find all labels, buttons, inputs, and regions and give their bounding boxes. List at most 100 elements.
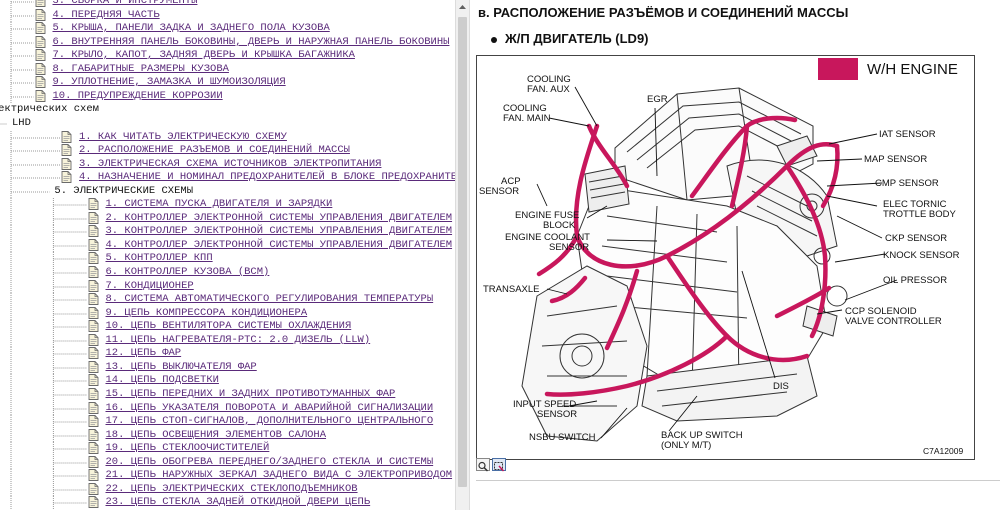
label-cmp: CMP SENSOR	[875, 178, 939, 189]
engine-outline	[521, 87, 848, 442]
tree-link[interactable]: 8. СИСТЕМА АВТОМАТИЧЕСКОГО РЕГУЛИРОВАНИЯ…	[105, 293, 434, 306]
tree-row[interactable]: 6. ВНУТРЕННЯЯ ПАНЕЛЬ БОКОВИНЫ, ДВЕРЬ И Н…	[0, 35, 455, 50]
tree-link[interactable]: 3. СБОРКА И ИНСТРУМЕНТЫ	[52, 0, 198, 7]
tree-link[interactable]: 21. ЦЕПЬ НАРУЖНЫХ ЗЕРКАЛ ЗАДНЕГО ВИДА С …	[105, 469, 453, 482]
tree-link[interactable]: 15. ЦЕПЬ ПЕРЕДНИХ И ЗАДНИХ ПРОТИВОТУМАНН…	[105, 387, 396, 400]
scroll-thumb[interactable]	[458, 17, 467, 487]
tree-link[interactable]: 6. ВНУТРЕННЯЯ ПАНЕЛЬ БОКОВИНЫ, ДВЕРЬ И Н…	[52, 35, 450, 48]
tree-row[interactable]: 3. СБОРКА И ИНСТРУМЕНТЫ	[0, 0, 455, 9]
tree-link[interactable]: 3. КОНТРОЛЛЕР ЭЛЕКТРОННОЙ СИСТЕМЫ УПРАВЛ…	[105, 225, 453, 238]
label-fuse-block-l1: ENGINE FUSE	[515, 210, 579, 221]
tree-row[interactable]: 4. КОНТРОЛЛЕР ЭЛЕКТРОННОЙ СИСТЕМЫ УПРАВЛ…	[0, 238, 455, 253]
label-coolant-l2: SENSOR	[549, 242, 589, 253]
tree-row[interactable]: 18. ЦЕПЬ ОСВЕЩЕНИЯ ЭЛЕМЕНТОВ САЛОНА	[0, 428, 455, 443]
tree-link[interactable]: 13. ЦЕПЬ ВЫКЛЮЧАТЕЛЯ ФАР	[105, 360, 257, 373]
tree-row[interactable]: 20. ЦЕПЬ ОБОГРЕВА ПЕРЕДНЕГО/ЗАДНЕГО СТЕК…	[0, 455, 455, 470]
tree-link[interactable]: 23. ЦЕПЬ СТЕКЛА ЗАДНЕЙ ОТКИДНОЙ ДВЕРИ ЦЕ…	[105, 496, 371, 509]
magnifier-icon[interactable]	[476, 458, 490, 472]
tree-link[interactable]: 12. ЦЕПЬ ФАР	[105, 347, 182, 360]
tree-row[interactable]: 22. ЦЕПЬ ЭЛЕКТРИЧЕСКИХ СТЕКЛОПОДЪЕМНИКОВ	[0, 482, 455, 497]
tree-link[interactable]: 16. ЦЕПЬ УКАЗАТЕЛЯ ПОВОРОТА И АВАРИЙНОЙ …	[105, 401, 434, 414]
label-backup-l1: BACK UP SWITCH	[661, 430, 743, 441]
tree-link[interactable]: 10. ЦЕПЬ ВЕНТИЛЯТОРА СИСТЕМЫ ОХЛАЖДЕНИЯ	[105, 320, 352, 333]
tree-link[interactable]: 22. ЦЕПЬ ЭЛЕКТРИЧЕСКИХ СТЕКЛОПОДЪЕМНИКОВ	[105, 482, 358, 495]
tree-row[interactable]: 8. ГАБАРИТНЫЕ РАЗМЕРЫ КУЗОВА	[0, 62, 455, 77]
tree-row[interactable]: 3. ЭЛЕКТРИЧЕСКАЯ СХЕМА ИСТОЧНИКОВ ЭЛЕКТР…	[0, 157, 455, 172]
tree-row[interactable]: 17. ЦЕПЬ СТОП-СИГНАЛОВ, ДОПОЛНИТЕЛЬНОГО …	[0, 415, 455, 430]
tree-link[interactable]: 7. КРЫЛО, КАПОТ, ЗАДНЯЯ ДВЕРЬ И КРЫШКА Б…	[52, 49, 355, 62]
tree-row[interactable]: 9. УПЛОТНЕНИЕ, ЗАМАЗКА И ШУМОИЗОЛЯЦИЯ	[0, 76, 455, 91]
tree-row[interactable]: 1. СИСТЕМА ПУСКА ДВИГАТЕЛЯ И ЗАРЯДКИ	[0, 198, 455, 213]
tree-guide-lines	[10, 76, 34, 91]
tree-link[interactable]: 2. РАСПОЛОЖЕНИЕ РАЗЪЕМОВ И СОЕДИНЕНИЙ МА…	[79, 144, 350, 157]
tree-link[interactable]: 18. ЦЕПЬ ОСВЕЩЕНИЯ ЭЛЕМЕНТОВ САЛОНА	[105, 428, 327, 441]
tree-row[interactable]: 11. ЦЕПЬ НАГРЕВАТЕЛЯ-PTC: 2.0 ДИЗЕЛЬ (LL…	[0, 333, 455, 348]
tree-link[interactable]: 7. КОНДИЦИОНЕР	[105, 279, 194, 292]
tree-row[interactable]: 5. КРЫША, ПАНЕЛИ ЗАДКА И ЗАДНЕГО ПОЛА КУ…	[0, 22, 455, 37]
document-icon	[88, 496, 99, 509]
tree-row[interactable]: 2. КОНТРОЛЛЕР ЭЛЕКТРОННОЙ СИСТЕМЫ УПРАВЛ…	[0, 211, 455, 226]
document-icon	[88, 482, 99, 495]
tree-link[interactable]: 10. ПРЕДУПРЕЖДЕНИЕ КОРРОЗИИ	[52, 89, 223, 102]
tree-row[interactable]: 15. ЦЕПЬ ПЕРЕДНИХ И ЗАДНИХ ПРОТИВОТУМАНН…	[0, 387, 455, 402]
tree-row[interactable]: 2. РАСПОЛОЖЕНИЕ РАЗЪЕМОВ И СОЕДИНЕНИЙ МА…	[0, 144, 455, 159]
diagram-code: C7A12009	[923, 446, 963, 456]
document-icon	[88, 442, 99, 455]
tree-row[interactable]: 8. СИСТЕМА АВТОМАТИЧЕСКОГО РЕГУЛИРОВАНИЯ…	[0, 293, 455, 308]
document-icon	[35, 22, 46, 35]
tree-guide-lines	[10, 428, 87, 443]
tree-link[interactable]: 4. НАЗНАЧЕНИЕ И НОМИНАЛ ПРЕДОХРАНИТЕЛЕЙ …	[79, 171, 455, 184]
tree-link[interactable]: 3. ЭЛЕКТРИЧЕСКАЯ СХЕМА ИСТОЧНИКОВ ЭЛЕКТР…	[79, 157, 382, 170]
tree-row[interactable]: 4. ПЕРЕДНЯЯ ЧАСТЬ	[0, 8, 455, 23]
tree-guide-lines	[10, 293, 87, 308]
tree-row[interactable]: 10. ПРЕДУПРЕЖДЕНИЕ КОРРОЗИИ	[0, 89, 455, 104]
tree-scrollbar[interactable]	[455, 0, 470, 510]
tree-row[interactable]: 21. ЦЕПЬ НАРУЖНЫХ ЗЕРКАЛ ЗАДНЕГО ВИДА С …	[0, 469, 455, 484]
tree-link[interactable]: 5. КРЫША, ПАНЕЛИ ЗАДКА И ЗАДНЕГО ПОЛА КУ…	[52, 22, 330, 35]
tree-link[interactable]: 6. КОНТРОЛЛЕР КУЗОВА (BCM)	[105, 266, 270, 278]
tree-row[interactable]: 13. ЦЕПЬ ВЫКЛЮЧАТЕЛЯ ФАР	[0, 360, 455, 375]
tree-row[interactable]: 1. КАК ЧИТАТЬ ЭЛЕКТРИЧЕСКУЮ СХЕМУ	[0, 130, 455, 145]
tree-link[interactable]: 19. ЦЕПЬ СТЕКЛООЧИСТИТЕЛЕЙ	[105, 442, 270, 455]
selection-icon[interactable]	[492, 458, 506, 472]
tree-link[interactable]: 11. ЦЕПЬ НАГРЕВАТЕЛЯ-PTC: 2.0 ДИЗЕЛЬ (LL…	[105, 333, 371, 346]
document-icon	[88, 211, 99, 224]
document-icon	[88, 279, 99, 292]
tree-row[interactable]: 7. КОНДИЦИОНЕР	[0, 279, 455, 294]
tree-link[interactable]: 4. ПЕРЕДНЯЯ ЧАСТЬ	[52, 8, 160, 21]
tree-row[interactable]: 12. ЦЕПЬ ФАР	[0, 347, 455, 362]
tree-row[interactable]: 9. ЦЕПЬ КОМПРЕССОРА КОНДИЦИОНЕРА	[0, 306, 455, 321]
tree-link[interactable]: 9. УПЛОТНЕНИЕ, ЗАМАЗКА И ШУМОИЗОЛЯЦИЯ	[52, 76, 286, 89]
tree-link[interactable]: 14. ЦЕПЬ ПОДСВЕТКИ	[105, 374, 219, 387]
tree-link[interactable]: 8. ГАБАРИТНЫЕ РАЗМЕРЫ КУЗОВА	[52, 62, 229, 75]
tree-link[interactable]: 1. СИСТЕМА ПУСКА ДВИГАТЕЛЯ И ЗАРЯДКИ	[105, 198, 333, 211]
tree-guide-lines	[10, 184, 50, 199]
tree-row[interactable]: 4. НАЗНАЧЕНИЕ И НОМИНАЛ ПРЕДОХРАНИТЕЛЕЙ …	[0, 171, 455, 186]
tree-guide-lines	[10, 266, 87, 280]
tree-row[interactable]: 5. КОНТРОЛЛЕР КПП	[0, 252, 455, 267]
tree-guide-lines	[10, 306, 87, 321]
tree-link[interactable]: 1. КАК ЧИТАТЬ ЭЛЕКТРИЧЕСКУЮ СХЕМУ	[79, 130, 287, 143]
scroll-up-arrow-icon[interactable]	[456, 0, 469, 15]
leader-lines	[536, 86, 898, 439]
tree-link[interactable]: 20. ЦЕПЬ ОБОГРЕВА ПЕРЕДНЕГО/ЗАДНЕГО СТЕК…	[105, 455, 434, 468]
tree-guide-lines	[10, 482, 87, 497]
tree-link[interactable]: 9. ЦЕПЬ КОМПРЕССОРА КОНДИЦИОНЕРА	[105, 306, 308, 319]
tree-link[interactable]: 4. КОНТРОЛЛЕР ЭЛЕКТРОННОЙ СИСТЕМЫ УПРАВЛ…	[105, 238, 453, 251]
tree-link[interactable]: 17. ЦЕПЬ СТОП-СИГНАЛОВ, ДОПОЛНИТЕЛЬНОГО …	[105, 415, 434, 428]
tree-row[interactable]: 23. ЦЕПЬ СТЕКЛА ЗАДНЕЙ ОТКИДНОЙ ДВЕРИ ЦЕ…	[0, 496, 455, 510]
tree-row[interactable]: 19. ЦЕПЬ СТЕКЛООЧИСТИТЕЛЕЙ	[0, 442, 455, 457]
document-icon	[35, 49, 46, 62]
tree-row[interactable]: 14. ЦЕПЬ ПОДСВЕТКИ	[0, 374, 455, 389]
tree-row[interactable]: 16. ЦЕПЬ УКАЗАТЕЛЯ ПОВОРОТА И АВАРИЙНОЙ …	[0, 401, 455, 416]
tree-link[interactable]: 2. КОНТРОЛЛЕР ЭЛЕКТРОННОЙ СИСТЕМЫ УПРАВЛ…	[105, 211, 453, 224]
tree-row[interactable]: 7. КРЫЛО, КАПОТ, ЗАДНЯЯ ДВЕРЬ И КРЫШКА Б…	[0, 49, 455, 64]
tree-link[interactable]: 5. КОНТРОЛЛЕР КПП	[105, 252, 213, 265]
tree-guide-lines	[10, 89, 34, 104]
tree-guide-lines	[10, 496, 87, 510]
tree-row[interactable]: 6. КОНТРОЛЛЕР КУЗОВА (BCM)	[0, 266, 455, 280]
tree-row[interactable]: 3. КОНТРОЛЛЕР ЭЛЕКТРОННОЙ СИСТЕМЫ УПРАВЛ…	[0, 225, 455, 240]
tree-row[interactable]: 10. ЦЕПЬ ВЕНТИЛЯТОРА СИСТЕМЫ ОХЛАЖДЕНИЯ	[0, 320, 455, 335]
